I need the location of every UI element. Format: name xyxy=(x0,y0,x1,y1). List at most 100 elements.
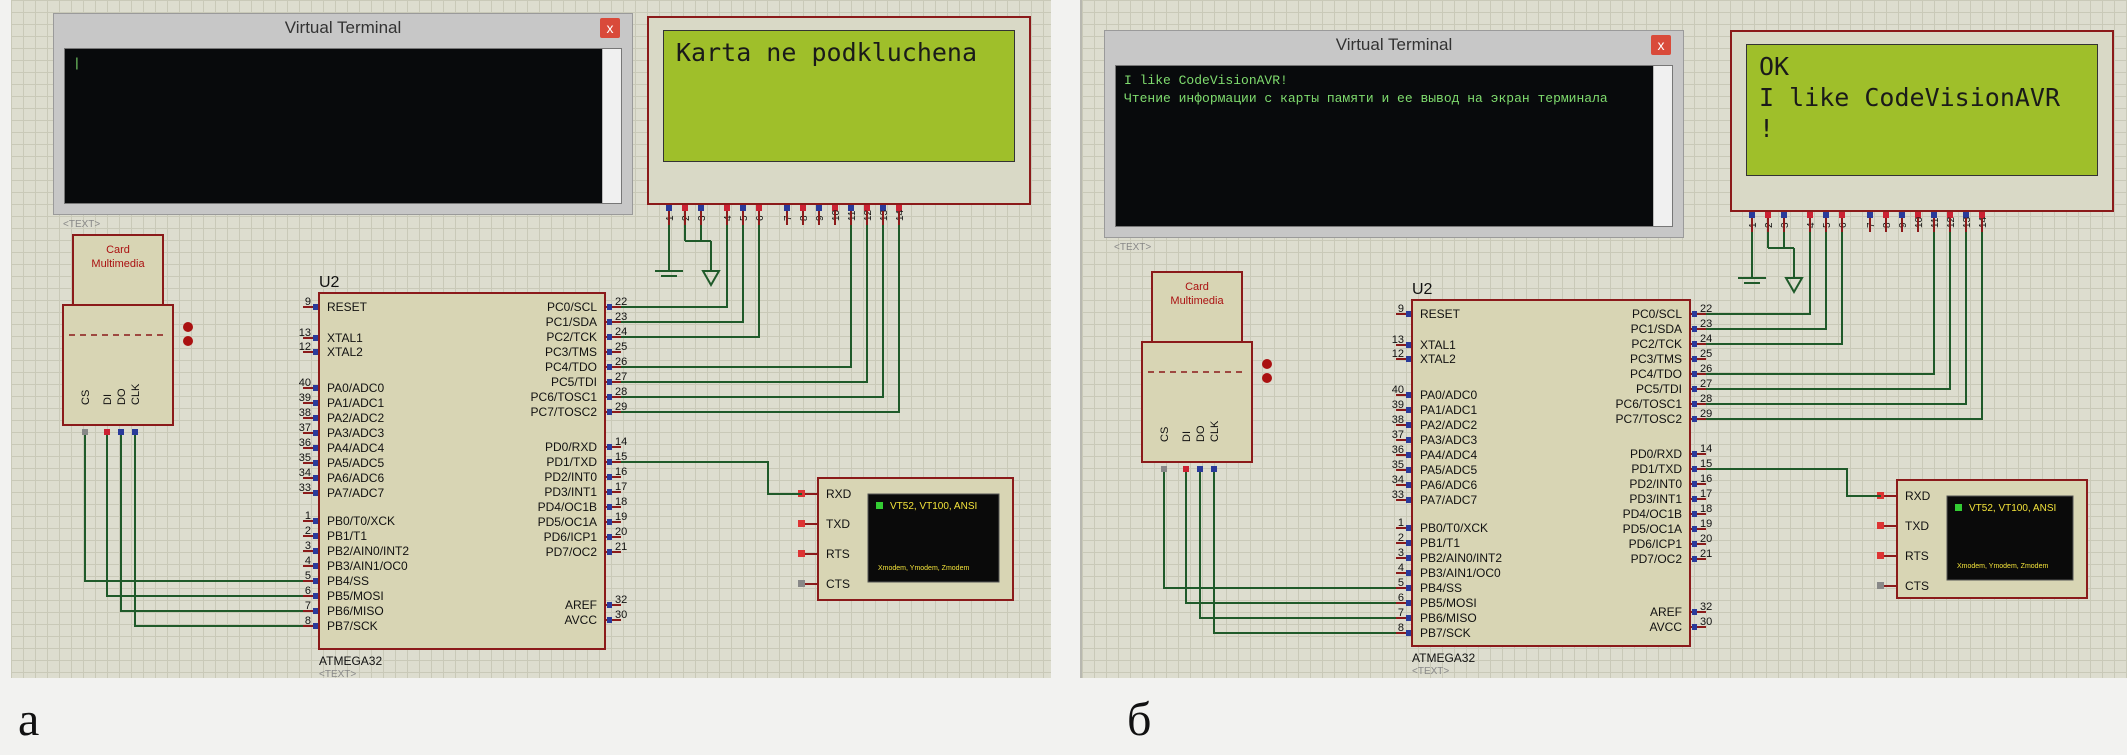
pin-marker xyxy=(880,205,886,211)
mcu-pin-number: 5 xyxy=(1398,577,1404,589)
virtual-terminal-title: Virtual Terminal xyxy=(284,18,402,37)
mcu-pin-label: PC7/TOSC2 xyxy=(1616,412,1683,426)
virtual-terminal-window[interactable]: Virtual Terminal x | xyxy=(53,13,633,215)
mcu-pin-label: PA0/ADC0 xyxy=(1420,388,1477,402)
card-label: Multimedia xyxy=(91,258,145,270)
lcd-pin-number: 13 xyxy=(1962,216,1973,228)
pin-marker xyxy=(896,205,902,211)
terminal-scrollbar[interactable] xyxy=(1653,66,1672,226)
card-body[interactable] xyxy=(1141,341,1253,463)
card-label: Multimedia xyxy=(1170,295,1224,307)
lcd-pin-number: 9 xyxy=(815,215,826,221)
mcu-pin-number: 18 xyxy=(1700,503,1712,515)
terminal-pin-label: RTS xyxy=(1905,549,1929,563)
pin-marker xyxy=(1161,466,1167,472)
wire xyxy=(84,435,303,582)
pin-marker xyxy=(1692,481,1697,487)
terminal-device-footer: Xmodem, Ymodem, Zmodem xyxy=(1957,563,2048,570)
mcu-pin-label: PB5/MOSI xyxy=(1420,596,1477,610)
mcu-pin-label: PA5/ADC5 xyxy=(327,456,384,470)
mcu-pin-label: PB0/T0/XCK xyxy=(327,514,395,528)
mcu-pin-number: 5 xyxy=(305,570,311,582)
pin-marker xyxy=(607,409,612,415)
mcu-pin-number: 8 xyxy=(305,615,311,627)
pin-marker xyxy=(607,474,612,480)
mcu-pin-number: 36 xyxy=(1392,444,1404,456)
pin-marker xyxy=(313,430,318,436)
terminal-indicator xyxy=(1955,504,1962,511)
mcu-pin-label: PB4/SS xyxy=(327,574,369,588)
mcu-pin-label: PD0/RXD xyxy=(545,440,597,454)
pin-marker xyxy=(313,460,318,466)
terminal-output[interactable]: I like CodeVisionAVR!Чтение информации с… xyxy=(1115,65,1673,227)
pin-marker xyxy=(798,550,805,557)
pin-marker xyxy=(1406,342,1411,348)
terminal-output[interactable]: | xyxy=(64,48,622,204)
mcu-pin-number: 35 xyxy=(1392,459,1404,471)
close-button[interactable]: x xyxy=(1651,35,1671,55)
pin-marker xyxy=(607,349,612,355)
mcu-reference: U2 xyxy=(1412,281,1433,298)
pin-marker xyxy=(313,518,318,524)
mcu-part-name: ATMEGA32 xyxy=(319,654,382,668)
schematic-panel-a: <TEXT>VSS1VDD2VEE3RS4RW5E6D07D18D29D310D… xyxy=(11,0,1051,678)
pin-marker xyxy=(1692,541,1697,547)
wire xyxy=(1706,232,1935,375)
mcu-pin-number: 7 xyxy=(1398,607,1404,619)
mcu-pin-label: PC6/TOSC1 xyxy=(531,390,598,404)
mcu-pin-number: 21 xyxy=(1700,548,1712,560)
pin-marker xyxy=(313,335,318,341)
mcu-pin-label: PC6/TOSC1 xyxy=(1616,397,1683,411)
mcu-pin-number: 24 xyxy=(615,326,627,338)
mcu-pin-number: 15 xyxy=(615,451,627,463)
wire xyxy=(621,225,760,338)
close-button[interactable]: x xyxy=(600,18,620,38)
mcu-pin-number: 39 xyxy=(1392,399,1404,411)
mcu-pin-label: PA7/ADC7 xyxy=(327,486,384,500)
pin-marker xyxy=(1406,555,1411,561)
mcu-pin-label: PD3/INT1 xyxy=(1629,492,1682,506)
mcu-pin-label: PB3/AIN1/OC0 xyxy=(1420,566,1501,580)
mcu-pin-number: 2 xyxy=(1398,532,1404,544)
virtual-terminal-title-bar[interactable]: Virtual Terminal x xyxy=(54,14,632,42)
pin-marker xyxy=(313,490,318,496)
pin-marker xyxy=(1692,311,1697,317)
pin-marker xyxy=(82,429,88,435)
text-tag: <TEXT> xyxy=(319,669,356,678)
mcu-pin-label: PD6/ICP1 xyxy=(544,530,598,544)
lcd-pin-number: 10 xyxy=(831,209,842,221)
terminal-indicator xyxy=(876,502,883,509)
pin-marker xyxy=(800,205,806,211)
wire xyxy=(1706,232,1983,420)
mcu-reference: U2 xyxy=(319,274,340,291)
mcu-pin-number: 6 xyxy=(305,585,311,597)
mcu-pin-label: PC2/TCK xyxy=(1631,337,1682,351)
mcu-pin-label: PB5/MOSI xyxy=(327,589,384,603)
mcu-pin-number: 38 xyxy=(299,407,311,419)
lcd-module[interactable]: Karta ne podkluchena xyxy=(647,16,1031,205)
mcu-pin-label: PD3/INT1 xyxy=(544,485,597,499)
mcu-body[interactable] xyxy=(318,292,606,650)
pin-marker xyxy=(798,520,805,527)
lcd-pin-number: 4 xyxy=(1806,222,1817,228)
pin-marker xyxy=(1877,582,1884,589)
mcu-body[interactable] xyxy=(1411,299,1691,647)
lcd-screen: Karta ne podkluchena xyxy=(663,30,1015,162)
mcu-pin-label: RESET xyxy=(327,300,368,314)
mcu-pin-label: PD2/INT0 xyxy=(544,470,597,484)
pin-marker xyxy=(1406,452,1411,458)
pin-marker xyxy=(1781,212,1787,218)
card-body[interactable] xyxy=(62,304,174,426)
mcu-pin-label: PB7/SCK xyxy=(1420,626,1471,640)
mcu-pin-number: 29 xyxy=(1700,408,1712,420)
terminal-scrollbar[interactable] xyxy=(602,49,621,203)
pin-marker xyxy=(1915,212,1921,218)
pin-marker xyxy=(864,205,870,211)
pin-marker xyxy=(607,459,612,465)
pin-marker xyxy=(313,475,318,481)
mcu-pin-label: XTAL1 xyxy=(327,331,363,345)
